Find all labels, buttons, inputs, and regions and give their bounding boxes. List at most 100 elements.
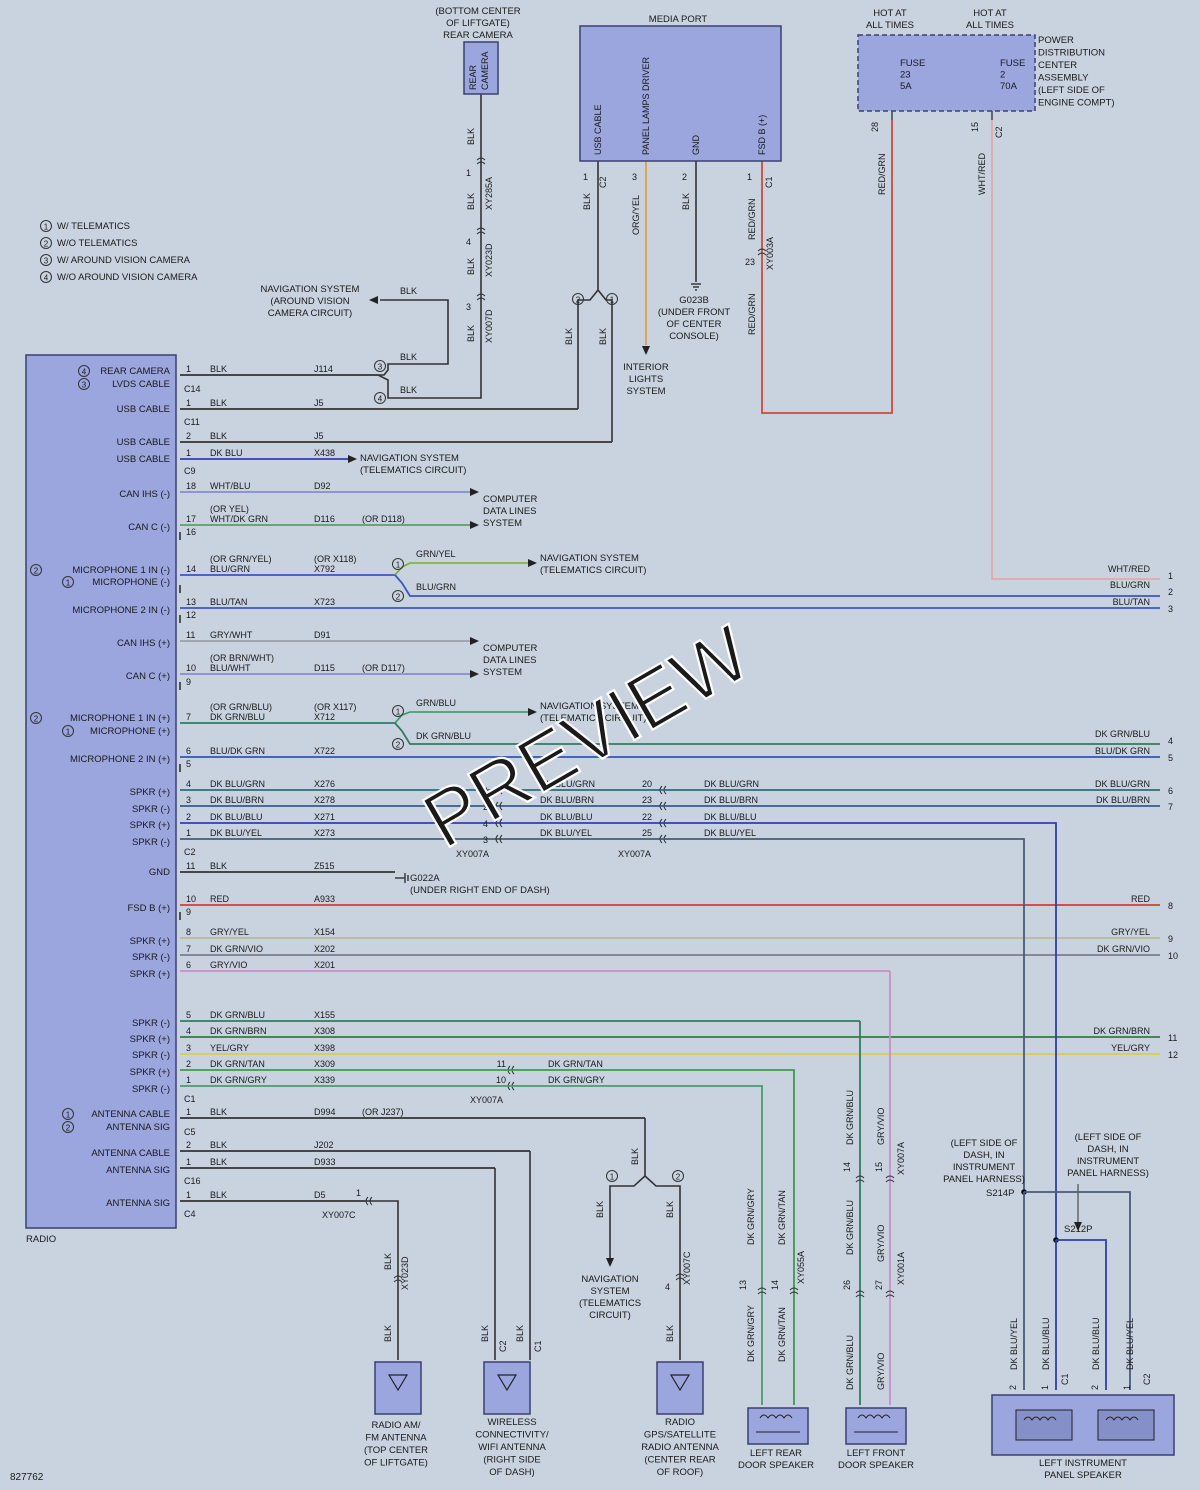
nav-telematics-bottom: NAVIGATION <box>581 1274 638 1285</box>
media-wire-color: BLK <box>681 193 691 210</box>
mic-branch <box>394 574 1160 597</box>
antenna-branch <box>609 1118 646 1258</box>
radio-pin-label: MICROPHONE (-) <box>92 577 170 588</box>
nav-telematics-label: (TELEMATICS CIRCUIT) <box>360 465 466 476</box>
fuse-2-label: FUSE <box>1000 58 1025 69</box>
radio-connector-id: C5 <box>184 1127 196 1137</box>
interior-lights-label: SYSTEM <box>626 386 665 397</box>
speaker-coil <box>854 1414 898 1433</box>
wire-color: DK BLU <box>210 448 243 458</box>
wifi-antenna-label: OF DASH) <box>489 1467 534 1478</box>
am-fm-antenna <box>374 1361 422 1415</box>
s214p-location: INSTRUMENT <box>953 1162 1015 1173</box>
media-connector: C2 <box>598 176 608 188</box>
lr-wire-tan <box>500 1069 795 1405</box>
connector-symbol <box>495 785 503 795</box>
circuit-id: D91 <box>314 630 331 640</box>
branch-color: BLK <box>400 385 417 395</box>
pin-number: 1 <box>186 398 191 408</box>
nav-telematics-label: (TELEMATICS CIRCUIT) <box>540 713 646 724</box>
lf-wire-color: DK GRN/BLU <box>845 1090 855 1145</box>
media-port-title: MEDIA PORT <box>649 14 708 25</box>
circuit-alt: (OR J237) <box>362 1107 404 1117</box>
arrow-head <box>528 708 537 716</box>
circuit-id: D116 <box>314 514 335 524</box>
pin-number: 16 <box>186 527 196 537</box>
branch-color: BLU/GRN <box>416 582 456 592</box>
pdc-pin: 28 <box>870 122 880 132</box>
radio-pin-label: SPKR (+) <box>130 1034 170 1045</box>
arrow-head <box>642 346 650 355</box>
wire-color: BLK <box>210 431 227 441</box>
option-number: 3 <box>82 381 87 390</box>
connector-id: C2 <box>1142 1373 1152 1385</box>
option-number: 1 <box>66 728 71 737</box>
pin-number: 11 <box>186 861 195 871</box>
circuit-id: A933 <box>314 894 335 904</box>
option-number: 2 <box>34 715 39 724</box>
lip-pin: 2 <box>1090 1385 1100 1390</box>
lr-speaker-label: DOOR SPEAKER <box>738 1460 814 1471</box>
am-fm-wire <box>365 1200 399 1360</box>
option-circle <box>40 271 52 283</box>
radio-connector-id: C14 <box>184 384 201 394</box>
speaker-wire-color: DK BLU/BLU <box>704 812 757 822</box>
pin-number: 5 <box>186 759 191 769</box>
wire-color: DK GRN/GRY <box>210 1075 267 1085</box>
option-circle <box>40 220 52 232</box>
circuit-id: X155 <box>314 1010 335 1020</box>
circuit-id: D92 <box>314 481 331 491</box>
radio-pin-label: REAR CAMERA <box>100 366 170 377</box>
pin-number: 1 <box>186 448 191 458</box>
arrow-head <box>369 296 378 304</box>
rear-camera-text: REAR <box>468 64 478 90</box>
circuit-id: X308 <box>314 1026 335 1036</box>
s214p-location: DASH, IN <box>963 1150 1004 1161</box>
option-circle <box>30 564 42 576</box>
wire-color: BLU/GRN <box>210 564 250 574</box>
branch-color: DK GRN/BLU <box>416 731 471 741</box>
media-port-box <box>579 25 782 162</box>
antenna-symbol <box>496 1374 518 1392</box>
pin-number: 8 <box>186 927 191 937</box>
pdc-wht-red-wire <box>991 120 1160 580</box>
radio-title: RADIO <box>26 1234 56 1245</box>
right-pin-number: 12 <box>1168 1050 1178 1060</box>
media-fsd-wire <box>761 120 893 414</box>
radio-pin-label: SPKR (-) <box>132 952 170 963</box>
xy007a-pin: 23 <box>642 795 652 805</box>
option-circle <box>374 392 386 404</box>
pin-number: 1 <box>186 364 191 374</box>
antenna-wire-color: BLK <box>480 1325 490 1342</box>
pin-number: 10 <box>186 894 196 904</box>
wire-color-alt: (OR YEL) <box>210 504 249 514</box>
arrow-head <box>528 559 537 567</box>
gps-antenna-label: (CENTER REAR <box>644 1455 715 1466</box>
lf-pin: 26 <box>842 1280 852 1290</box>
media-pin: 1 <box>583 172 588 182</box>
connector-symbol <box>757 1287 767 1295</box>
usb-branch-2 <box>577 289 599 409</box>
arrow-head <box>606 1258 614 1267</box>
g022a-label: (UNDER RIGHT END OF DASH) <box>410 885 550 896</box>
rear-camera-box <box>463 41 499 95</box>
g023b-label: OF CENTER <box>667 319 722 330</box>
lr-wire-color: DK GRN/GRY <box>746 1188 756 1245</box>
lip-wire-color: DK BLU/BLU <box>1091 1317 1101 1370</box>
option-number: 1 <box>396 561 401 570</box>
pdc-label: CENTER <box>1038 60 1077 71</box>
lf-speaker-box <box>845 1407 907 1445</box>
right-wire-color: BLU/TAN <box>1113 597 1150 607</box>
lip-pin: 2 <box>1008 1385 1018 1390</box>
lr-speaker-box <box>747 1407 809 1445</box>
connector-symbol <box>855 1290 865 1298</box>
right-pin-number: 11 <box>1168 1033 1177 1043</box>
pin-number: 6 <box>186 960 191 970</box>
right-pin-number: 9 <box>1168 934 1173 944</box>
radio-pin-label: USB CABLE <box>117 404 170 415</box>
camera-wire-color: BLK <box>466 193 476 210</box>
circuit-id: X202 <box>314 944 335 954</box>
wire-color: BLK <box>210 1157 227 1167</box>
component-layer <box>25 25 1175 1456</box>
